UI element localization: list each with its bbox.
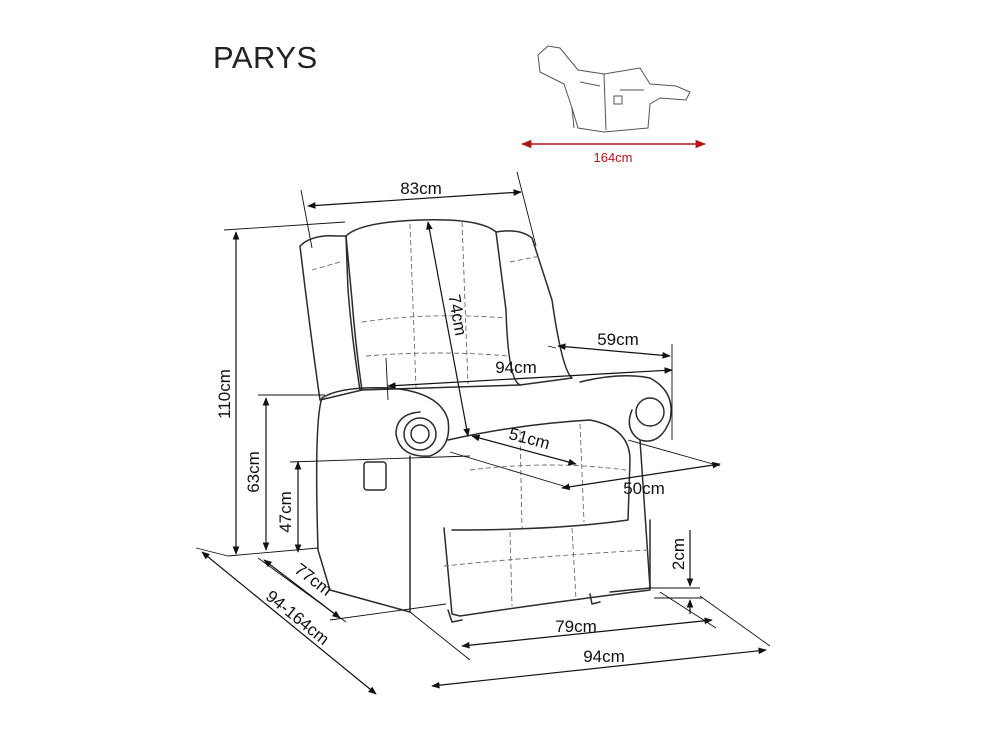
label-base-width: 79cm — [555, 617, 597, 636]
armchair-drawing — [299, 219, 672, 623]
product-title: PARYS — [213, 40, 318, 75]
label-seat-height: 47cm — [276, 491, 295, 533]
label-armrest-depth: 59cm — [597, 330, 639, 349]
label-seat-width: 94cm — [495, 358, 537, 377]
label-height-total: 110cm — [215, 369, 234, 419]
label-base-depth: 77cm — [291, 560, 336, 600]
label-seat-inner-width: 50cm — [623, 479, 665, 498]
label-seat-depth: 51cm — [507, 424, 552, 453]
label-clearance: 2cm — [669, 538, 688, 570]
dimension-lines — [195, 171, 771, 695]
label-total-width: 94cm — [583, 647, 625, 666]
dimension-labels: 83cm 110cm 74cm 59cm 94cm 63cm 47cm 51cm… — [215, 179, 688, 666]
reclined-thumbnail: 164cm — [520, 45, 707, 165]
label-width-top: 83cm — [400, 179, 442, 198]
reclined-length-label: 164cm — [593, 150, 632, 165]
label-armrest-height: 63cm — [244, 451, 263, 493]
